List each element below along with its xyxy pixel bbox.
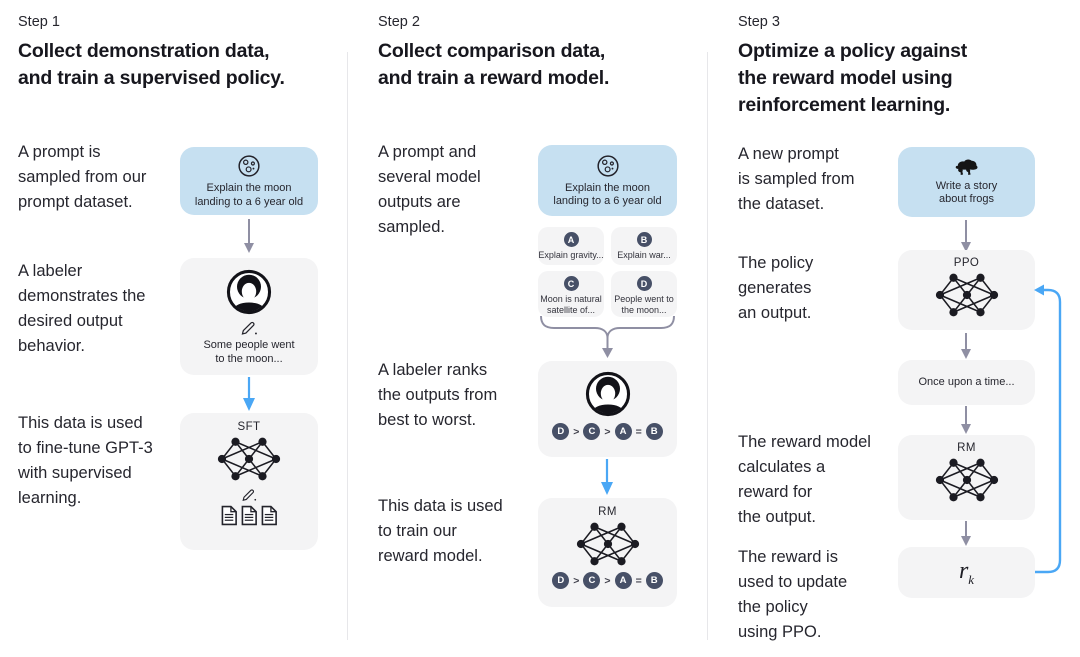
neural-network-icon <box>216 435 282 483</box>
rm-label: RM <box>957 442 976 454</box>
rank-operator: = <box>635 425 642 438</box>
step3-prompt-card: Write a story about frogs <box>898 147 1035 217</box>
ranking-row: D > C > A = B <box>552 423 663 440</box>
option-text-d: People went to the moon... <box>614 294 674 315</box>
step1-paragraph-prompt: A prompt is sampled from our prompt data… <box>18 143 147 211</box>
step3-output-text: Once upon a time... <box>918 375 1015 388</box>
pencil-icon <box>240 318 259 336</box>
neural-network-icon <box>934 456 1000 504</box>
brace-arrow-icon <box>538 314 677 358</box>
rank-operator: > <box>604 425 611 438</box>
option-card-c: C Moon is natural satellite of... <box>538 271 604 317</box>
rank-badge: D <box>552 572 570 589</box>
step1-labeler-card: Some people went to the moon... <box>180 258 318 375</box>
arrow-down-blue-icon <box>600 459 614 495</box>
rank-badge: C <box>583 572 601 589</box>
step2-paragraph-sampled: A prompt and several model outputs are s… <box>378 143 481 236</box>
rank-operator: = <box>635 574 642 587</box>
option-text-b: Explain war... <box>617 250 671 260</box>
step2-prompt-card: Explain the moon landing to a 6 year old <box>538 145 677 216</box>
step2-rm-card: RM D > <box>538 498 677 607</box>
column-divider <box>707 52 708 640</box>
rank-badge: B <box>645 423 663 440</box>
step3-label: Step 3 <box>738 14 780 30</box>
arrow-down-icon <box>242 219 256 253</box>
rank-operator: > <box>573 574 580 587</box>
step1-paragraph-labeler: A labeler demonstrates the desired outpu… <box>18 262 146 355</box>
step2-paragraph-ranks: A labeler ranks the outputs from best to… <box>378 361 498 429</box>
step3-output-card: Once upon a time... <box>898 360 1035 405</box>
rank-badge: C <box>583 423 601 440</box>
step2-paragraph-train: This data is used to train our reward mo… <box>378 497 503 565</box>
option-card-d: D People went to the moon... <box>611 271 677 317</box>
moon-icon <box>236 153 262 179</box>
step3-title: Optimize a policy against the reward mod… <box>738 40 968 116</box>
step3-rm-card: RM <box>898 435 1035 520</box>
rank-badge: B <box>645 572 663 589</box>
step3-paragraph-reward: The reward model calculates a reward for… <box>738 433 871 526</box>
option-card-b: B Explain war... <box>611 227 677 265</box>
step1-label: Step 1 <box>18 14 60 30</box>
sft-label: SFT <box>237 421 261 433</box>
step3-ppo-card: PPO <box>898 250 1035 330</box>
step1-title: Collect demonstration data, and train a … <box>18 40 285 89</box>
step1-prompt-card: Explain the moon landing to a 6 year old <box>180 147 318 215</box>
arrow-down-icon <box>959 220 973 252</box>
reward-value: rk <box>958 557 975 587</box>
column-divider <box>347 52 348 640</box>
arrow-down-blue-icon <box>242 377 256 411</box>
rank-operator: > <box>573 425 580 438</box>
option-text-c: Moon is natural satellite of... <box>540 294 602 315</box>
step2-labeler-card: D > C > A = B <box>538 361 677 457</box>
rank-badge: A <box>614 572 632 589</box>
neural-network-icon <box>934 271 1000 319</box>
step2-label: Step 2 <box>378 14 420 30</box>
step1-demonstration-text: Some people went to the moon... <box>203 339 295 365</box>
step3-prompt-text: Write a story about frogs <box>935 179 998 206</box>
arrow-down-icon <box>959 406 973 434</box>
documents-icon <box>221 505 278 526</box>
step1-sft-card: SFT <box>180 413 318 550</box>
option-badge-c: C <box>563 276 579 291</box>
labeler-icon <box>584 370 632 418</box>
option-text-a: Explain gravity... <box>538 250 604 260</box>
neural-network-icon <box>575 520 641 568</box>
step3-paragraph-policy: The policy generates an output. <box>738 254 814 322</box>
option-card-a: A Explain gravity... <box>538 227 604 265</box>
option-badge-b: B <box>636 232 652 247</box>
step3-paragraph-update: The reward is used to update the policy … <box>738 548 848 641</box>
pencil-icon <box>241 486 258 502</box>
ranking-row: D > C > A = B <box>552 572 663 589</box>
rank-operator: > <box>604 574 611 587</box>
step2-title: Collect comparison data, and train a rew… <box>378 40 610 89</box>
step2-prompt-text: Explain the moon landing to a 6 year old <box>553 181 662 208</box>
feedback-loop-arrow-icon <box>1028 280 1068 580</box>
labeler-icon <box>225 268 273 316</box>
arrow-down-icon <box>959 521 973 546</box>
step1-paragraph-finetune: This data is used to fine-tune GPT-3 wit… <box>18 414 153 507</box>
rank-badge: A <box>614 423 632 440</box>
ppo-label: PPO <box>953 257 980 269</box>
rank-badge: D <box>552 423 570 440</box>
frog-icon <box>953 158 980 177</box>
moon-icon <box>595 153 621 179</box>
option-badge-a: A <box>563 232 579 247</box>
step3-paragraph-prompt: A new prompt is sampled from the dataset… <box>738 145 855 213</box>
option-badge-d: D <box>636 276 652 291</box>
rm-label: RM <box>598 506 617 518</box>
step1-prompt-text: Explain the moon landing to a 6 year old <box>194 182 304 208</box>
step3-reward-card: rk <box>898 547 1035 598</box>
arrow-down-icon <box>959 333 973 359</box>
